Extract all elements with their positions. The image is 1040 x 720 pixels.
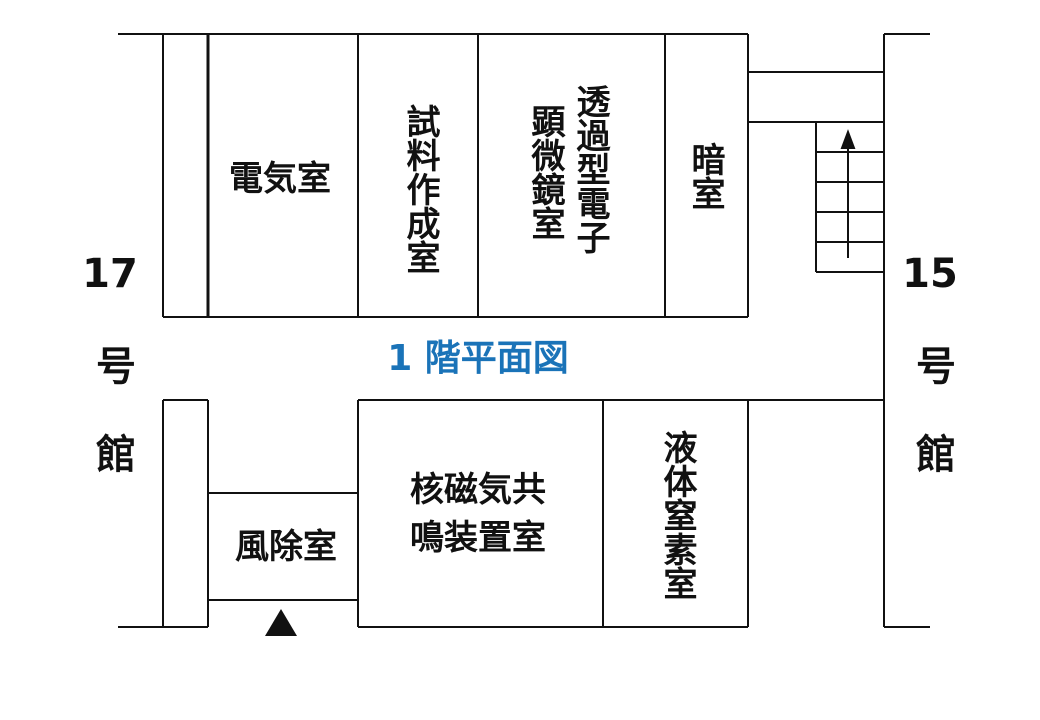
room-denki: 電気室 xyxy=(229,159,331,199)
right-building-kanji-1: 号 xyxy=(916,344,956,390)
right-building-number: 15 xyxy=(902,251,958,297)
right-building-kanji-2: 館 xyxy=(916,432,956,478)
room-tem-line2: 顕微鏡室 xyxy=(525,104,566,240)
room-anshitsu: 暗室 xyxy=(685,142,725,210)
floor-title: 1 階平面図 xyxy=(387,338,569,379)
room-nmr-line2: 鳴装置室 xyxy=(410,518,546,558)
room-ekitai: 液体窒素室 xyxy=(657,430,697,600)
room-tem-line1: 透過型電子 xyxy=(570,84,610,254)
left-building-number: 17 xyxy=(82,251,138,297)
stairs-icon xyxy=(815,122,884,273)
room-nmr-line1: 核磁気共 xyxy=(410,470,546,510)
entrance-arrow-icon xyxy=(265,609,297,636)
room-fujo: 風除室 xyxy=(235,527,337,567)
room-shiryo: 試料作成室 xyxy=(400,104,440,274)
left-building-kanji-1: 号 xyxy=(96,344,136,390)
walls xyxy=(118,33,930,628)
left-building-kanji-2: 館 xyxy=(96,432,136,478)
